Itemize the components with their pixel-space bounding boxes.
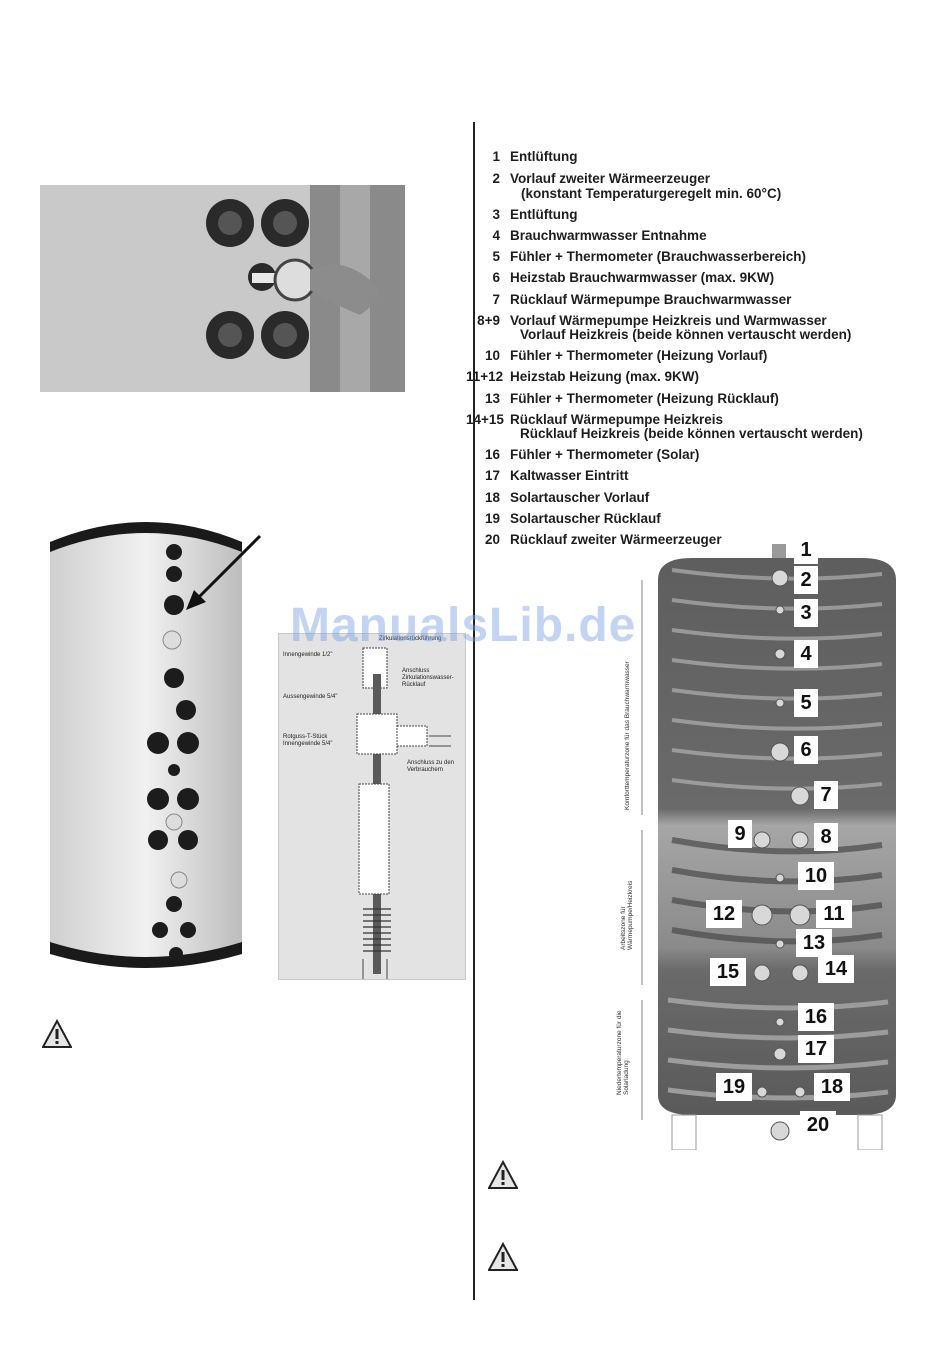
section-number-8: 8 xyxy=(814,823,838,851)
section-number-7: 7 xyxy=(814,781,838,809)
tank-exterior-photo xyxy=(46,512,246,972)
detail-label-anschluss-verbraucher: Anschluss zu den Verbrauchern xyxy=(407,760,455,773)
section-number-13: 13 xyxy=(796,929,832,957)
tank-exterior-illustration xyxy=(50,522,242,968)
section-number-3: 3 xyxy=(794,599,818,627)
circulation-detail-drawing: Zirkulationsrückführung Innengewinde 1/2… xyxy=(278,633,466,980)
parts-list-subline: Rücklauf Heizkreis (beide können vertaus… xyxy=(520,426,863,441)
section-number-6: 6 xyxy=(794,736,818,764)
parts-list-subline: (konstant Temperaturgeregelt min. 60°C) xyxy=(521,186,782,201)
column-divider xyxy=(473,122,475,1300)
parts-list-subline: Vorlauf Heizkreis (beide können vertausc… xyxy=(520,327,852,342)
section-number-20: 20 xyxy=(800,1111,836,1139)
zone-label-komfort: Komforttemperaturzone für das Brauchwarm… xyxy=(624,661,631,810)
detail-label-rotguss: Rotguss-T-Stück Innengewinde 5/4" xyxy=(283,734,333,747)
detail-label-aussengewinde: Aussengewinde 5/4" xyxy=(283,694,338,700)
section-number-14: 14 xyxy=(818,955,854,983)
tank-cross-section: Komforttemperaturzone für das Brauchwarm… xyxy=(612,536,902,1150)
watermark: ManualsLib.de xyxy=(290,599,637,652)
warning-triangle-icon xyxy=(42,1019,72,1048)
section-number-2: 2 xyxy=(794,566,818,594)
section-number-12: 12 xyxy=(706,900,742,928)
detail-label-innengewinde: Innengewinde 1/2" xyxy=(283,652,333,658)
connection-photo xyxy=(40,185,405,392)
section-number-16: 16 xyxy=(798,1003,834,1031)
section-number-1: 1 xyxy=(794,536,818,564)
detail-title: Zirkulationsrückführung xyxy=(379,636,442,642)
section-number-15: 15 xyxy=(710,958,746,986)
section-number-19: 19 xyxy=(716,1073,752,1101)
section-number-4: 4 xyxy=(794,640,818,668)
section-number-10: 10 xyxy=(798,862,834,890)
detail-label-anschluss-zirk: Anschluss Zirkulationswasser-Rücklauf xyxy=(402,668,454,688)
detail-pipe-illustration xyxy=(356,647,451,979)
cross-section-illustration xyxy=(641,544,896,1150)
connection-photo-illustration xyxy=(40,185,405,392)
section-number-9: 9 xyxy=(728,820,752,848)
zone-label-nieder: Niedertemperaturzone für die Solarladung xyxy=(616,1010,630,1095)
arrow-pointer-icon xyxy=(186,534,262,610)
section-number-18: 18 xyxy=(814,1073,850,1101)
section-number-17: 17 xyxy=(798,1035,834,1063)
zone-label-arbeit: Arbeitszone für Wärmepumpe/Heizkreis xyxy=(620,880,634,950)
section-number-5: 5 xyxy=(794,689,818,717)
warning-triangle-icon xyxy=(488,1160,518,1189)
section-number-11: 11 xyxy=(816,900,852,928)
warning-triangle-icon xyxy=(488,1242,518,1271)
